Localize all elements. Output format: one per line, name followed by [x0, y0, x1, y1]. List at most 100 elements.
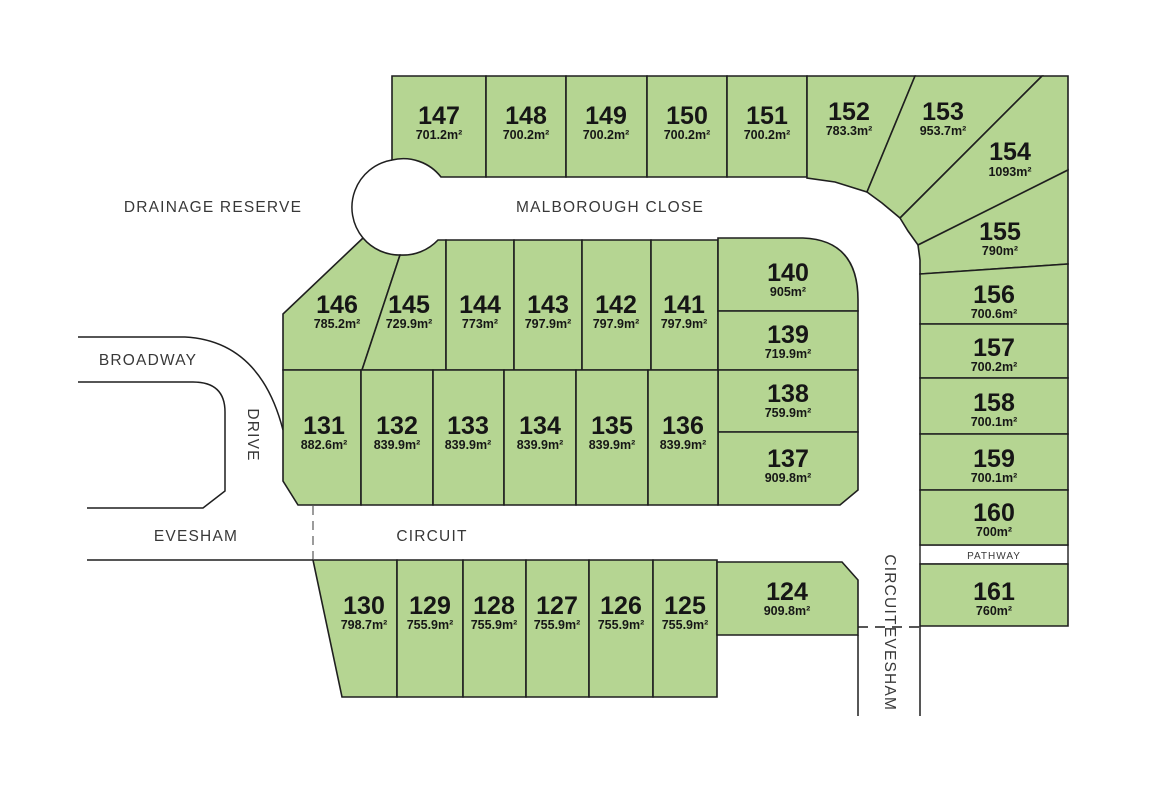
lot-151-area: 700.2m² — [744, 128, 791, 142]
lot-144[interactable]: 144 773m² — [445, 239, 515, 371]
lot-143[interactable]: 143 797.9m² — [513, 239, 583, 371]
lot-124-shape[interactable] — [716, 561, 859, 636]
lot-135-number: 135 — [591, 412, 633, 440]
lot-143-number: 143 — [527, 291, 569, 319]
lot-147[interactable]: 147 701.2m² — [391, 75, 487, 178]
circuit-west-label: CIRCUIT — [396, 528, 467, 545]
lot-150-number: 150 — [666, 102, 708, 130]
broadway-inner-edge — [78, 381, 226, 509]
pathway-label: PATHWAY — [967, 551, 1021, 562]
lot-151[interactable]: 151 700.2m² — [726, 75, 808, 178]
lot-130-number: 130 — [343, 592, 385, 620]
lot-152-number: 152 — [828, 98, 870, 126]
lot-129[interactable]: 129 755.9m² — [396, 559, 464, 698]
lot-145-area: 729.9m² — [386, 317, 433, 331]
lot-150-area: 700.2m² — [664, 128, 711, 142]
lot-155-number: 155 — [979, 218, 1021, 246]
lot-127[interactable]: 127 755.9m² — [525, 559, 590, 698]
lot-148-area: 700.2m² — [503, 128, 550, 142]
lot-138-area: 759.9m² — [765, 406, 812, 420]
lot-124-area: 909.8m² — [764, 604, 811, 618]
lot-141[interactable]: 141 797.9m² — [650, 239, 719, 371]
lot-140[interactable]: 140 905m² — [717, 237, 859, 312]
lot-161-shape[interactable] — [919, 563, 1069, 627]
lot-145[interactable]: 145 729.9m² — [360, 239, 447, 371]
lot-148[interactable]: 148 700.2m² — [485, 75, 567, 178]
lot-137-number: 137 — [767, 445, 809, 473]
lot-158[interactable]: 158 700.1m² — [919, 377, 1069, 435]
lot-156-area: 700.6m² — [971, 307, 1018, 321]
broadway-label: BROADWAY — [99, 352, 197, 369]
lot-142[interactable]: 142 797.9m² — [581, 239, 652, 371]
lot-140-number: 140 — [767, 259, 809, 287]
lot-149[interactable]: 149 700.2m² — [565, 75, 648, 178]
lot-136[interactable]: 136 839.9m² — [647, 369, 719, 506]
drainage-reserve-label: DRAINAGE RESERVE — [124, 199, 302, 216]
lot-127-number: 127 — [536, 592, 578, 620]
lot-158-number: 158 — [973, 389, 1015, 417]
lot-130-area: 798.7m² — [341, 618, 388, 632]
lot-152-area: 783.3m² — [826, 124, 873, 138]
lot-126[interactable]: 126 755.9m² — [588, 559, 654, 698]
lot-150[interactable]: 150 700.2m² — [646, 75, 728, 178]
lot-131-shape[interactable] — [282, 369, 362, 506]
lot-140-shape[interactable] — [717, 237, 859, 312]
lot-134-number: 134 — [519, 412, 561, 440]
lot-156[interactable]: 156 700.6m² — [919, 263, 1069, 325]
lot-161-number: 161 — [973, 578, 1015, 606]
lot-158-area: 700.1m² — [971, 415, 1018, 429]
lot-133-number: 133 — [447, 412, 489, 440]
lot-135[interactable]: 135 839.9m² — [575, 369, 649, 506]
lot-130[interactable]: 130 798.7m² — [312, 559, 398, 698]
lot-133[interactable]: 133 839.9m² — [432, 369, 505, 506]
lot-137[interactable]: 137 909.8m² — [717, 431, 859, 506]
lot-139[interactable]: 139 719.9m² — [717, 310, 859, 371]
lot-136-area: 839.9m² — [660, 438, 707, 452]
lot-157[interactable]: 157 700.2m² — [919, 323, 1069, 379]
lot-124-number: 124 — [766, 578, 808, 606]
lot-126-area: 755.9m² — [598, 618, 645, 632]
lot-132[interactable]: 132 839.9m² — [360, 369, 434, 506]
malborough-close-label: MALBOROUGH CLOSE — [516, 199, 704, 216]
lot-160[interactable]: 160 700m² — [919, 489, 1069, 546]
lot-149-area: 700.2m² — [583, 128, 630, 142]
lot-131-area: 882.6m² — [301, 438, 348, 452]
evesham-west-label: EVESHAM — [154, 528, 238, 545]
lot-152[interactable]: 152 783.3m² — [806, 75, 917, 193]
culdesac-bulb-outline — [351, 159, 393, 239]
drive-label: DRIVE — [244, 408, 261, 461]
lot-129-number: 129 — [409, 592, 451, 620]
lot-128-area: 755.9m² — [471, 618, 518, 632]
lot-153-shape[interactable] — [866, 75, 1044, 220]
lot-152-shape[interactable] — [806, 75, 917, 193]
lot-134-area: 839.9m² — [517, 438, 564, 452]
lot-125-shape[interactable] — [652, 559, 718, 698]
lot-134[interactable]: 134 839.9m² — [503, 369, 577, 506]
lot-144-area: 773m² — [462, 317, 498, 331]
lot-161[interactable]: 161 760m² — [919, 563, 1069, 627]
lot-156-number: 156 — [973, 281, 1015, 309]
lot-155-shape[interactable] — [917, 168, 1069, 275]
lot-154-area: 1093m² — [988, 165, 1031, 179]
lot-131[interactable]: 131 882.6m² — [282, 369, 362, 506]
lot-159-number: 159 — [973, 445, 1015, 473]
lot-159[interactable]: 159 700.1m² — [919, 433, 1069, 491]
lot-148-number: 148 — [505, 102, 547, 130]
lot-141-number: 141 — [663, 291, 705, 319]
lot-155[interactable]: 155 790m² — [917, 168, 1069, 275]
lot-125[interactable]: 125 755.9m² — [652, 559, 718, 698]
lot-128[interactable]: 128 755.9m² — [462, 559, 527, 698]
lot-124[interactable]: 124 909.8m² — [716, 561, 859, 636]
lot-137-area: 909.8m² — [765, 471, 812, 485]
lot-138-number: 138 — [767, 380, 809, 408]
lot-133-area: 839.9m² — [445, 438, 492, 452]
lot-160-shape[interactable] — [919, 489, 1069, 546]
lot-136-shape[interactable] — [647, 369, 719, 506]
lot-147-shape[interactable] — [391, 75, 487, 178]
broadway-outer-edge — [78, 336, 284, 431]
lot-153[interactable]: 153 953.7m² — [866, 75, 1044, 220]
lot-138[interactable]: 138 759.9m² — [717, 369, 859, 433]
lot-136-number: 136 — [662, 412, 704, 440]
circuit-east-label: CIRCUIT — [881, 554, 898, 625]
